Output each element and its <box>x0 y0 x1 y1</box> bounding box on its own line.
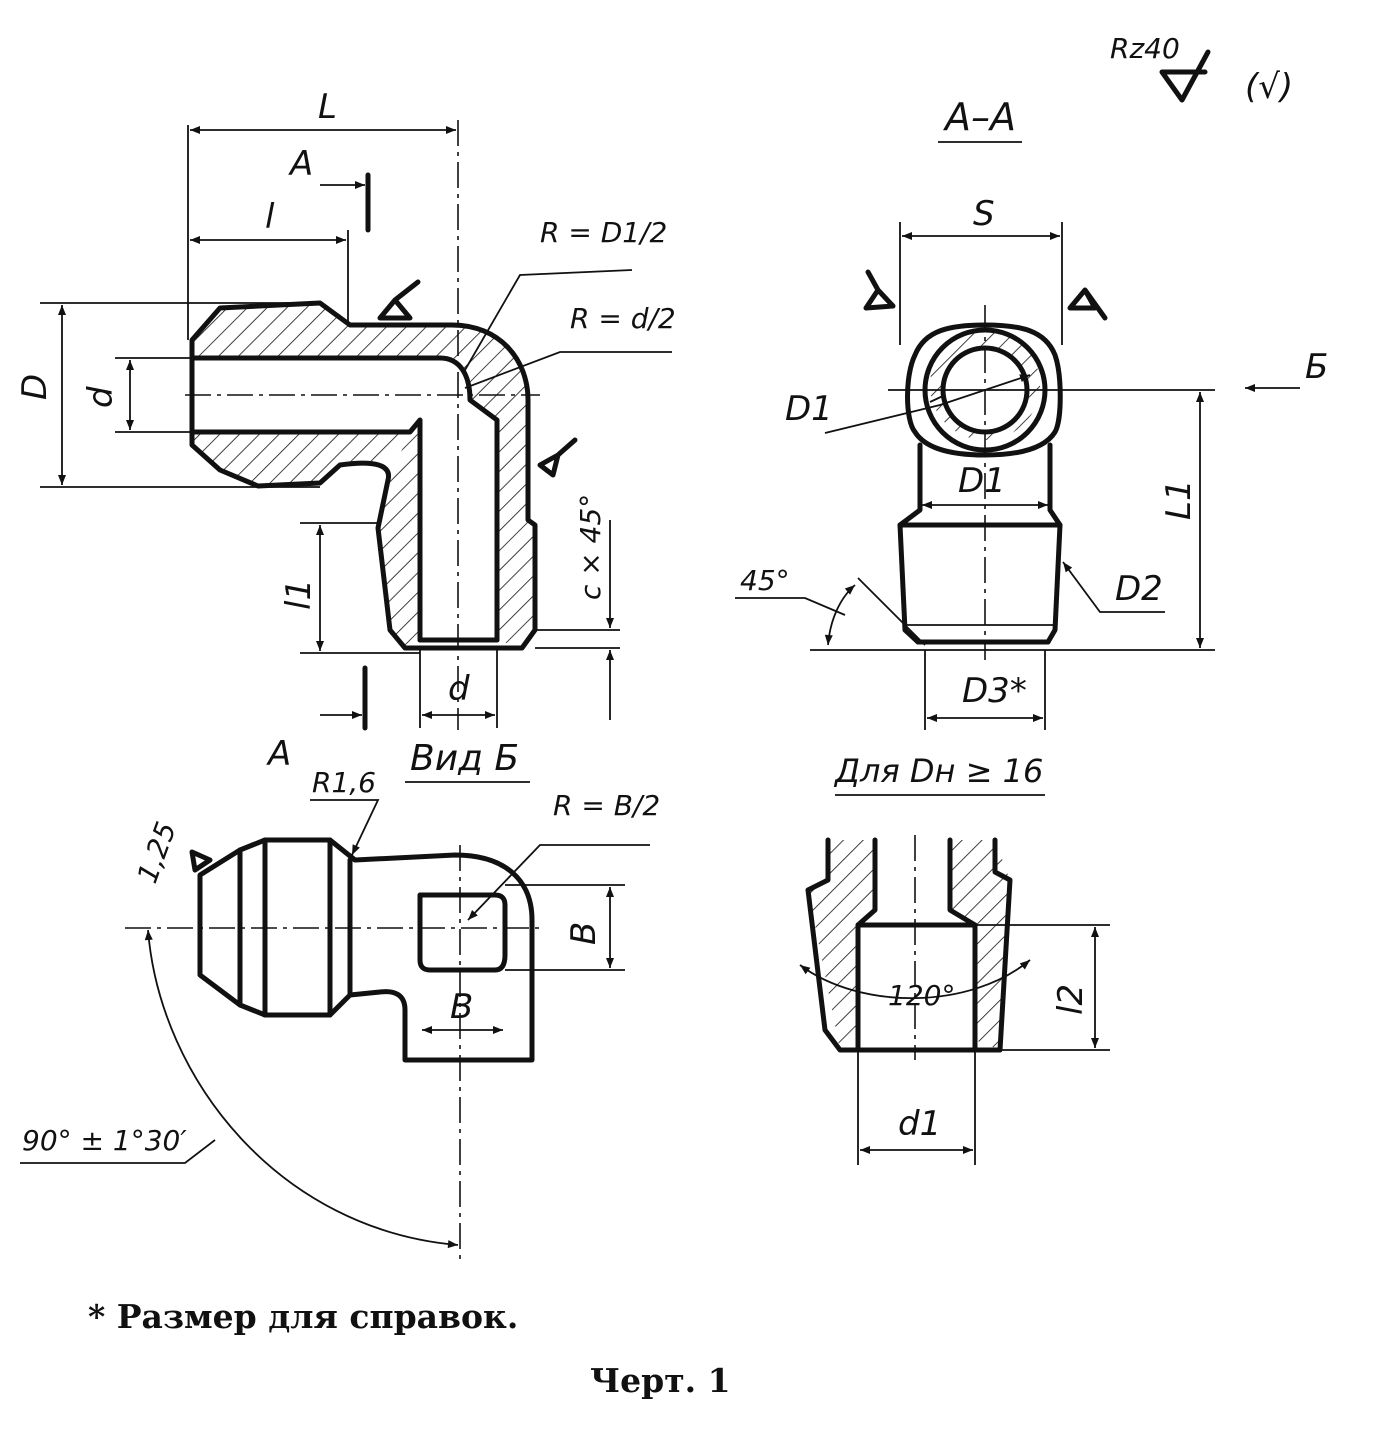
footnote: * Размер для справок. <box>88 1297 518 1336</box>
main-view-hatch-right-leg <box>470 400 535 648</box>
section-a-a-title: А–А <box>942 95 1016 139</box>
section-marker-bottom: А <box>266 665 368 774</box>
detail-dn16-title: Для Dн ≥ 16 <box>833 752 1043 790</box>
dim-B-horizontal-label: B <box>450 987 473 1027</box>
dim-d-bottom-label: d <box>448 669 470 709</box>
dim-D3-label: D3* <box>962 671 1027 711</box>
roughness-mark-s-left-icon <box>863 269 896 311</box>
dim-d1-label: d1 <box>898 1104 941 1144</box>
dim-L1-label: L1 <box>1159 479 1199 520</box>
section-marker-top: А <box>288 144 371 233</box>
angle-45-label: 45° <box>740 564 790 597</box>
dim-B-vertical-label: B <box>564 922 604 945</box>
dim-D1-leader-label: D1 <box>785 389 833 429</box>
dim-l-label: l <box>265 197 275 237</box>
radius-r16-label: R1,6 <box>312 766 376 799</box>
dim-D2-label: D2 <box>1115 569 1163 609</box>
roughness-125-label: 1,25 <box>131 818 183 888</box>
dim-d-left-label: d <box>81 386 121 408</box>
detail-hatch-left <box>808 840 875 1050</box>
angle-45-arc <box>824 584 856 646</box>
roughness-check-icon <box>1159 49 1211 103</box>
angle-90-arc <box>144 929 459 1249</box>
dim-S-label: S <box>973 194 995 234</box>
section-marker-top-letter: А <box>288 144 313 184</box>
angle-120-label: 120° <box>888 979 955 1012</box>
section-marker-bottom-letter: А <box>266 734 291 774</box>
roughness-125-icon <box>189 849 213 873</box>
roughness-symbol: Rz40 (√) <box>1110 32 1293 107</box>
roughness-check-mark: (√) <box>1245 67 1293 107</box>
roughness-mark-top-icon <box>377 279 421 321</box>
radius-b-label: R = B/2 <box>553 789 660 822</box>
main-view-hatch-lower <box>192 432 410 486</box>
detail-hatch-right <box>950 840 1010 1050</box>
dim-l1-label: l1 <box>279 579 319 610</box>
main-view: А А L l D d R = D1/2 R = d/2 <box>15 87 676 774</box>
main-view-hatch-upper <box>192 303 528 400</box>
radius-d-label: R = d/2 <box>570 302 676 335</box>
roughness-mark-s-right-icon <box>1067 287 1108 321</box>
view-b-title: Вид Б <box>410 738 519 779</box>
dim-D-label: D <box>15 374 55 400</box>
dim-L-label: L <box>318 87 337 127</box>
main-view-bore-bottom <box>189 417 423 643</box>
view-b-square-hole <box>417 892 508 973</box>
roughness-rz-label: Rz40 <box>1110 32 1180 65</box>
detail-bore <box>855 837 978 1053</box>
main-view-bore-top <box>189 355 500 643</box>
detail-outline <box>805 837 1013 1053</box>
angle-120-arc <box>799 959 1031 1000</box>
roughness-mark-right-icon <box>537 437 578 478</box>
dim-c45-label: c × 45° <box>574 494 607 600</box>
dim-l2-label: l2 <box>1051 984 1091 1015</box>
view-b: Вид Б R1,6 1,25 R = B/2 B B 90° ± 1°30′ <box>20 738 660 1260</box>
view-b-arrow-letter: Б <box>1305 347 1328 387</box>
angle-90-label: 90° ± 1°30′ <box>22 1124 187 1157</box>
section-a-a: А–А S D1 D1 D2 L1 <box>735 95 1328 730</box>
radius-d1-label: R = D1/2 <box>540 216 667 249</box>
dim-D1-inner-label: D1 <box>958 461 1006 501</box>
view-b-outline <box>197 837 535 1063</box>
detail-dn16: Для Dн ≥ 16 120° l2 d1 <box>799 752 1110 1165</box>
main-view-outline <box>189 300 538 651</box>
drawing-caption: Черт. 1 <box>590 1361 731 1400</box>
